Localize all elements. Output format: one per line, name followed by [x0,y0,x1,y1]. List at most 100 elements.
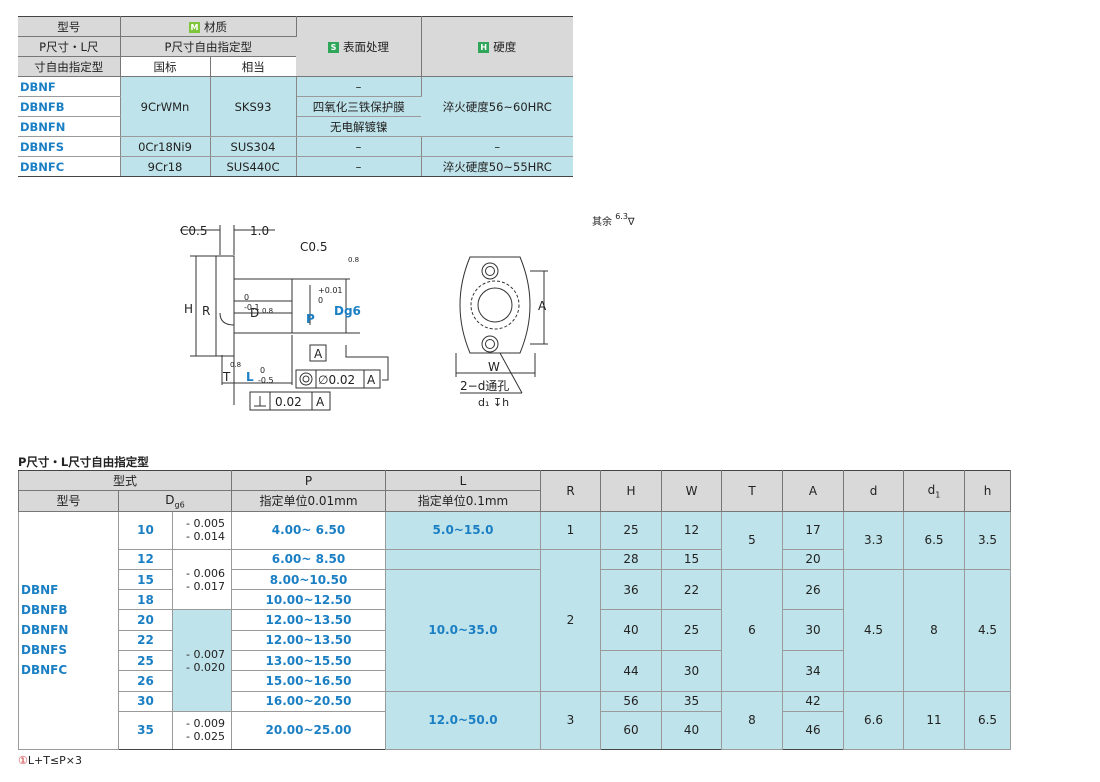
l-tol1: 0 [260,366,265,375]
d-tol: - 0.005- 0.014 [172,510,232,550]
p-range: 4.00~ ⁠6.50 [231,510,386,550]
mat-gb: 9CrWMn [120,76,211,137]
hdr-type: 型式 [18,469,232,492]
hdr-d1: d1 [903,470,965,512]
dbnfs-xd: SUS304 [210,136,297,157]
h-value: 56 [600,690,662,712]
d-value: 20 [118,609,173,631]
dbnfc-xd: SUS440C [210,156,297,177]
technical-drawing: C0.5 1.0 C0.5 0.8 0.8 0.8 H R D 0 -0.1 P… [180,224,548,411]
hdr-dg6: Dg6 [118,490,232,512]
h-small-value: 3.5 [964,510,1011,570]
spec-title: P尺寸・L尺寸自由指定型 [18,455,149,469]
t-value: 6 [721,568,783,692]
w-value: 30 [661,650,722,692]
roughness-b: 0.8 [262,307,273,315]
perpendicularity-ref: A [316,395,325,409]
d-value: 25 [118,650,173,672]
dim-1-label: 1.0 [250,224,269,238]
hdr-guobiao: 国标 [120,56,211,77]
p-tol2: 0 [318,296,323,305]
d-value: 26 [118,670,173,692]
d-tol: - 0.006- 0.017 [172,548,232,611]
h-value: 40 [600,609,662,652]
code-dbnfb: DBNFB [18,96,121,117]
h-value: 28 [600,548,662,570]
l-range-blank [385,548,541,570]
code-dbnfs: DBNFS [18,136,121,157]
a-value: 30 [782,609,844,652]
roughness-c: 0.8 [230,361,241,369]
hdr-p: P [231,469,386,492]
t-value: 5 [721,510,783,570]
dbnfs-surface: – [296,136,422,157]
surface-3: 无电解镀镍 [296,116,421,137]
h-value: 25 [600,510,662,550]
roughness-a: 0.8 [348,256,359,264]
hdr-p-sub: 指定单位0.01mm [231,490,386,512]
hdr-h: H [600,470,662,512]
front-view-shape [459,256,531,354]
d-value: 22 [118,629,173,652]
a-value: 46 [782,710,844,750]
p-range: 13.00~15.50 [231,650,386,672]
r-value: 1 [540,510,601,550]
d-small-value: 3.3 [843,510,904,570]
hdr-l-sub: 指定单位0.1mm [385,490,541,512]
hdr-a: A [782,470,844,512]
d1-value: 8 [903,568,965,692]
hdr-xiangdang: 相当 [210,56,296,77]
d-tol: 0 [244,293,249,302]
p-range: 20.00~25.00 [231,710,386,750]
hdr-model: 型号 [18,16,121,37]
dbnfs-gb: 0Cr18Ni9 [120,136,211,157]
model-list: DBNF DBNFB DBNFN DBNFS DBNFC [18,510,119,750]
dbnfc-gb: 9Cr18 [120,156,211,177]
p-range: 15.00~16.50 [231,670,386,692]
p-label: P [306,312,315,326]
d-value: 10 [118,510,173,550]
w-label: W [488,360,500,374]
warning-icon: ① [18,754,28,767]
p-range: 8.00~10.50 [231,568,386,591]
w-value: 35 [661,690,722,712]
spec-table: 型式 P L R H W T A d d1 h 型号 Dg6 指定单位0.01m… [18,469,1011,750]
hdr-l: L [385,469,541,492]
h-label: H [184,302,193,316]
d-tol: - 0.007- 0.020 [172,609,232,712]
hardness-group: 淬火硬度56~60HRC [421,76,573,137]
dbnfs-hardness: – [421,136,573,157]
a-side-label: A [538,299,547,313]
p-tol: +0.01 [318,286,343,295]
l-range: 5.0~15.0 [385,510,541,550]
p-range: 6.00~ ⁠8.50 [231,548,386,570]
w-value: 12 [661,510,722,550]
hdr-r: R [540,470,601,512]
l-tol2: -0.5 [258,376,274,385]
c05-left-label: C0.5 [180,224,207,238]
roughness-note: 其余 6.3∇ [592,212,635,228]
hdr-model-sub2: 寸自由指定型 [18,56,121,77]
surface-badge-icon: S [328,41,339,53]
hdr-w: W [661,470,722,512]
hdr-model: 型号 [18,490,119,512]
w-value: 15 [661,548,722,570]
r-value: 3 [540,690,601,750]
a-value: 20 [782,548,844,570]
w-value: 22 [661,568,722,611]
d1-value: 6.5 [903,510,965,570]
hdr-h-small: h [964,470,1011,512]
counterbore-label: d₁ ↧h [478,396,509,409]
dbnfc-surface: – [296,156,422,177]
hole-label: 2−d通孔 [460,379,509,393]
p-range: 12.00~13.50 [231,629,386,652]
concentricity-ref: A [367,373,376,387]
r-label: R [202,304,210,318]
p-range: 10.00~12.50 [231,589,386,611]
code-dbnfn: DBNFN [18,116,121,137]
l-label: L [246,370,254,384]
